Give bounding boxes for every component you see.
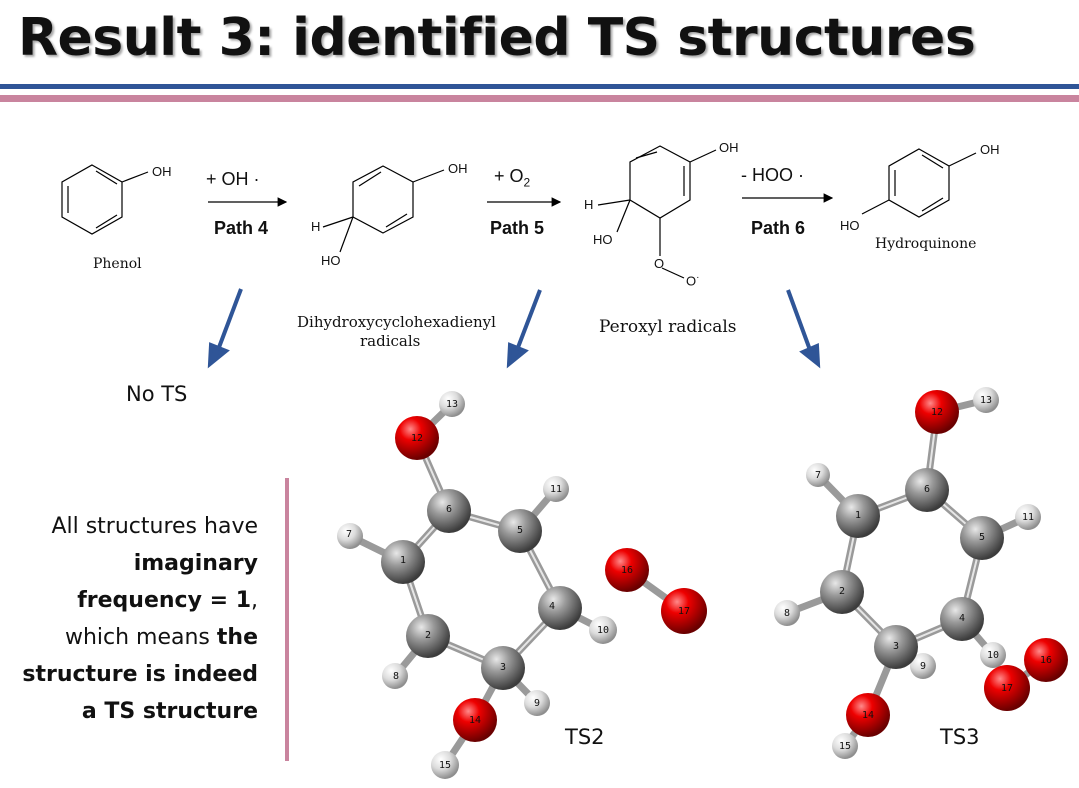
int1-h-label: H (311, 219, 321, 234)
no-ts-label: No TS (126, 382, 188, 406)
ts2-molecule: 1 2 3 4 5 6 7 8 9 10 11 12 13 14 15 16 1… (337, 391, 707, 779)
ts3-atom-10: 10 (987, 650, 999, 661)
summary-bold-ts: a TS structure (81, 699, 258, 724)
title-rule-blue (0, 84, 1079, 89)
ts2-atom-13: 13 (446, 399, 458, 410)
ts3-atom-7: 7 (815, 470, 821, 481)
ts2-atom-11: 11 (550, 484, 562, 495)
ts3-atom-14: 14 (862, 710, 874, 721)
product-name: Hydroquinone (875, 236, 977, 252)
ts2-atom-12: 12 (411, 433, 423, 444)
ts3-atom-8: 8 (784, 608, 790, 619)
summary-divider (285, 478, 289, 761)
step4-reagent: + OH · (206, 169, 260, 189)
step5-reagent: + O2 (494, 166, 531, 190)
step6-path-label: Path 6 (751, 218, 806, 238)
ts3-atom-9: 9 (920, 661, 926, 672)
ts2-atom-8: 8 (393, 671, 399, 682)
ts3-atom-15: 15 (839, 741, 851, 752)
phenol-oh-label: OH (152, 164, 172, 179)
ts2-atom-2: 2 (425, 630, 431, 641)
ts2-atom-9: 9 (534, 698, 540, 709)
ts2-atom-17: 17 (678, 606, 690, 617)
ts2-atom-16: 16 (621, 565, 633, 576)
ts2-atom-3: 3 (500, 662, 506, 673)
ts2-atom-5: 5 (517, 525, 523, 536)
step5-reagent-subscript: 2 (523, 175, 531, 190)
ts2-atom-1: 1 (400, 555, 406, 566)
summary-bold-the: the (216, 625, 258, 650)
summary-line-1: All structures have (51, 514, 258, 539)
pointer-arrows (207, 288, 821, 369)
ts2-label: TS2 (565, 725, 605, 749)
step6-reagent: - HOO · (741, 165, 804, 185)
summary-which-means: which means (64, 625, 210, 650)
int2-ho-label: HO (593, 232, 613, 247)
int1-name-line2: radicals (360, 332, 421, 350)
summary-bold-imaginary: imaginary (133, 551, 258, 576)
page-title: Result 3: identified TS structures (18, 8, 976, 68)
step4-path-label: Path 4 (214, 218, 269, 238)
ts3-atom-5: 5 (979, 532, 985, 543)
ts3-atom-12: 12 (931, 407, 943, 418)
int2-o1-label: O (654, 256, 665, 271)
ts2-atom-6: 6 (446, 504, 452, 515)
ts3-atom-2: 2 (839, 586, 845, 597)
int2-o2-label: O· (686, 272, 700, 289)
ts3-atom-11: 11 (1022, 512, 1034, 523)
ts3-atom-4: 4 (959, 613, 965, 624)
ts3-atom-13: 13 (980, 395, 992, 406)
ts3-label: TS3 (940, 725, 980, 749)
phenol-name: Phenol (93, 256, 142, 272)
summary-text: All structures have imaginary frequency … (0, 508, 258, 730)
summary-comma: , (251, 588, 258, 613)
ts2-atom-10: 10 (597, 625, 609, 636)
ts3-atom-1: 1 (855, 510, 861, 521)
ts3-atom-6: 6 (924, 484, 930, 495)
phenol-structure (61, 164, 149, 235)
product-structure (861, 148, 977, 218)
ts2-atom-15: 15 (439, 760, 451, 771)
ts2-atom-4: 4 (549, 601, 555, 612)
ts3-atom-3: 3 (893, 641, 899, 652)
product-ho-label: HO (840, 218, 860, 233)
int2-h-label: H (584, 197, 594, 212)
int1-name-line1: Dihydroxycyclohexadienyl (297, 313, 496, 331)
intermediate2-structure (597, 145, 717, 279)
ts3-atom-17: 17 (1001, 683, 1013, 694)
intermediate1-structure (322, 165, 445, 253)
ts2-atom-7: 7 (346, 529, 352, 540)
product-oh-label: OH (980, 142, 1000, 157)
summary-bold-structure: structure is indeed (22, 662, 258, 687)
ts2-atom-14: 14 (469, 715, 481, 726)
int1-oh-label: OH (448, 161, 468, 176)
title-rule-pink (0, 95, 1079, 102)
ts3-atom-16: 16 (1040, 655, 1052, 666)
summary-bold-frequency: frequency = 1 (77, 588, 251, 613)
int2-oh-label: OH (719, 140, 739, 155)
step5-path-label: Path 5 (490, 218, 545, 238)
reaction-arrows (208, 193, 834, 207)
int1-ho-label: HO (321, 253, 341, 268)
int2-name: Peroxyl radicals (599, 317, 737, 337)
ts3-molecule: 1 2 3 4 5 6 7 8 9 10 11 12 13 14 15 16 1… (774, 387, 1068, 759)
